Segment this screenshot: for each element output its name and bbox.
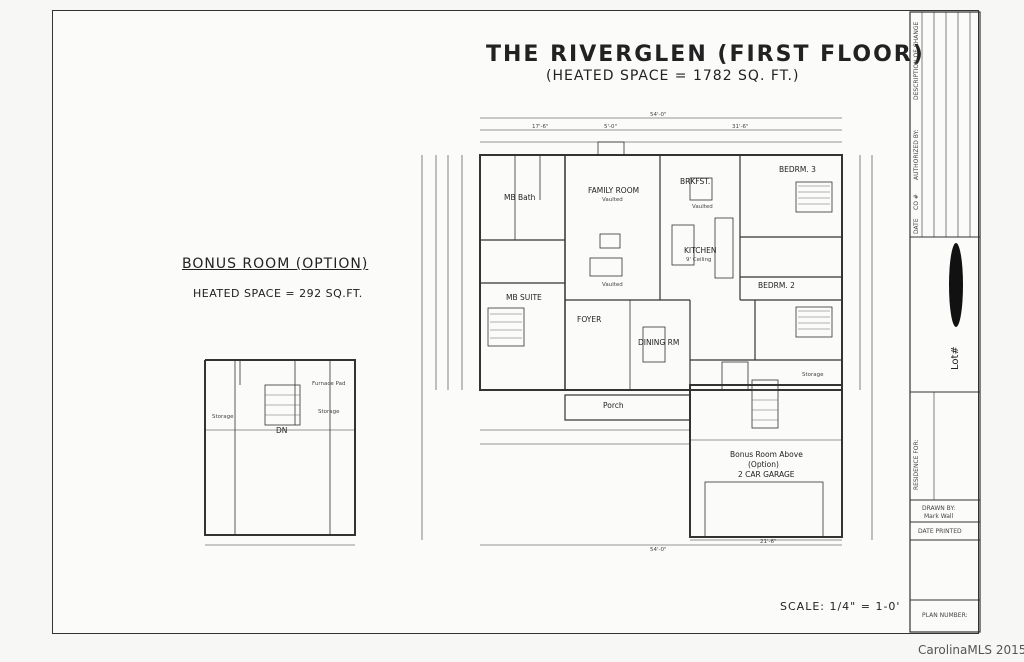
- room-dining: DINING RM: [638, 338, 680, 347]
- room-family: FAMILY ROOM: [588, 186, 640, 195]
- tb-plan-number: PLAN NUMBER:: [922, 612, 968, 619]
- bonus-storage-right: Storage: [318, 409, 340, 415]
- room-bedroom-3: BEDRM. 3: [779, 165, 816, 174]
- garage-line-2: (Option): [748, 460, 779, 469]
- tb-lot: Lot#: [950, 346, 961, 370]
- watermark: CarolinaMLS 2015: [918, 643, 1024, 657]
- room-breakfast: BRKFST.: [680, 177, 711, 186]
- room-kitchen-ceiling: 9' Ceiling: [686, 257, 712, 263]
- garage-line-1: Bonus Room Above: [730, 450, 803, 459]
- room-living-ceiling: Vaulted: [602, 282, 623, 288]
- tb-authorized: AUTHORIZED BY:: [913, 129, 920, 180]
- bonus-heated-space: HEATED SPACE = 292 SQ.FT.: [193, 287, 363, 300]
- bonus-storage-left: Storage: [212, 414, 234, 420]
- room-mb-bath: MB Bath: [504, 193, 536, 202]
- tb-co: CO #: [913, 194, 920, 210]
- tb-residence: RESIDENCE FOR:: [913, 439, 920, 490]
- tb-drawn-by: DRAWN BY:: [922, 505, 956, 512]
- dim-overall-top: 54'-0": [650, 112, 667, 118]
- garage-storage: Storage: [802, 372, 824, 378]
- bonus-room-title: BONUS ROOM (OPTION): [182, 256, 369, 272]
- tb-drawn-name: Mark Wall: [924, 513, 954, 520]
- room-family-ceiling: Vaulted: [602, 197, 623, 203]
- room-mb-suite: MB SUITE: [506, 293, 542, 302]
- scale-label: SCALE: 1/4" = 1-0': [780, 600, 901, 613]
- room-kitchen: KITCHEN: [684, 246, 717, 255]
- tb-date-printed: DATE PRINTED: [918, 528, 962, 535]
- dim-seg-1: 17'-6": [532, 124, 549, 130]
- room-porch: Porch: [603, 401, 624, 410]
- dim-seg-3: 31'-6": [732, 124, 749, 130]
- dim-overall-bottom: 54'-0": [650, 547, 667, 553]
- drawing-title: THE RIVERGLEN (FIRST FLOOR): [486, 42, 925, 67]
- drawing-subtitle: (HEATED SPACE = 1782 SQ. FT.): [546, 68, 800, 84]
- garage-line-3: 2 CAR GARAGE: [738, 470, 795, 479]
- tb-description: DESCRIPTION OF CHANGE: [913, 21, 920, 100]
- dim-seg-2: 5'-0": [604, 124, 618, 130]
- room-breakfast-ceiling: Vaulted: [692, 204, 713, 210]
- dim-garage-width: 21'-6": [760, 539, 777, 545]
- room-foyer: FOYER: [577, 315, 602, 324]
- tb-date: DATE: [913, 218, 920, 234]
- room-bedroom-2: BEDRM. 2: [758, 281, 795, 290]
- bonus-furnace: Furnace Pad: [312, 381, 346, 387]
- bonus-stair-down: DN: [276, 426, 288, 435]
